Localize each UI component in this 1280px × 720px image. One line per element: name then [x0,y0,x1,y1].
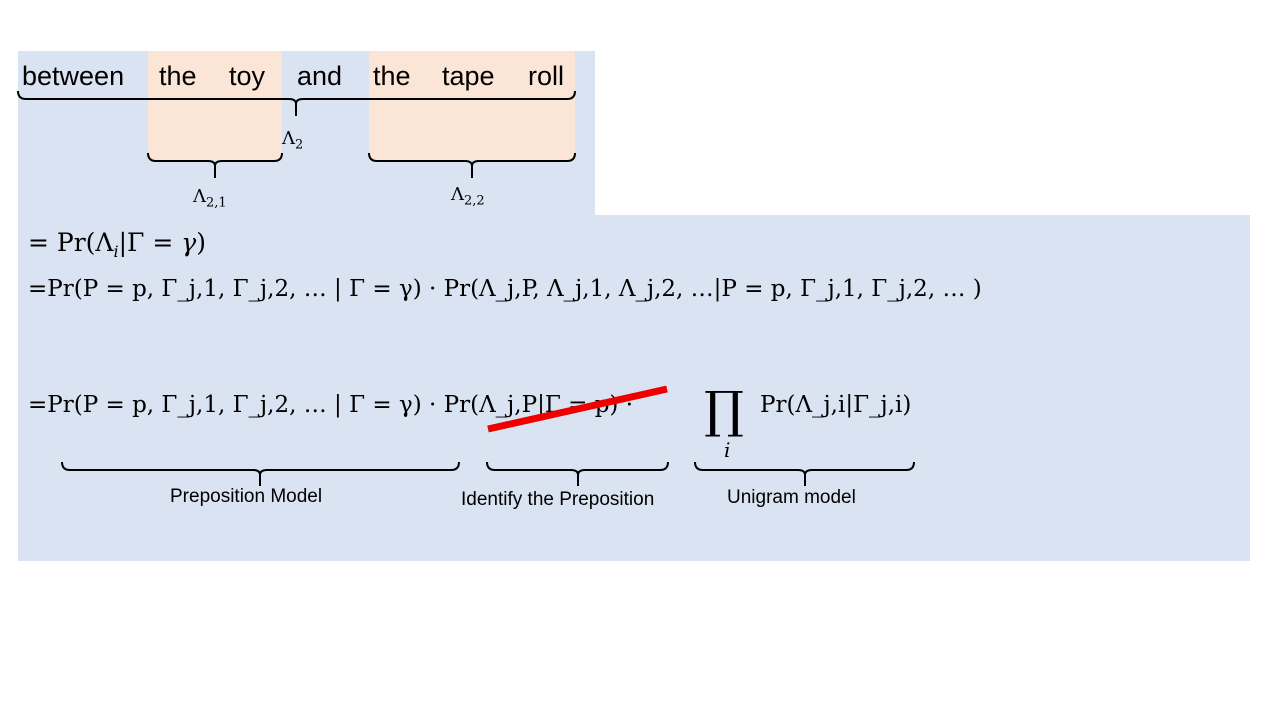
equation-line-1: = Pr(Λi|Γ = γ) [28,228,206,261]
equation-line-2: =Pr(P = p, Γ_j,1, Γ_j,2, … | Γ = γ) · Pr… [28,276,982,302]
eq3-unigram-term: Pr(Λ_j,i|Γ_j,i) [760,392,912,418]
highlight-the-toy [148,51,282,160]
label-lambda22: Λ2,2 [451,184,485,209]
word-the-1: the [159,61,197,91]
equation-line-3: =Pr(P = p, Γ_j,1, Γ_j,2, … | Γ = γ) · Pr… [28,392,634,418]
label-unigram-model: Unigram model [727,487,856,508]
word-toy: toy [229,61,266,91]
lower-background [18,215,1250,561]
eq3-preposition-term: =Pr(P = p, Γ_j,1, Γ_j,2, … | Γ = γ) · [28,392,444,418]
word-and: and [297,61,343,91]
product-subscript: i [724,438,731,462]
word-roll: roll [528,61,565,91]
label-preposition-model: Preposition Model [170,486,323,507]
label-identify-preposition: Identify the Preposition [461,489,655,510]
label-lambda21: Λ2,1 [193,186,227,211]
highlight-the-tape-roll [369,51,575,160]
word-tape: tape [442,61,495,91]
word-the-2: the [373,61,411,91]
product-symbol: ∏ [704,381,744,439]
label-lambda2: Λ2 [282,128,304,153]
word-between: between [22,61,125,91]
strike-through-line [487,385,668,433]
